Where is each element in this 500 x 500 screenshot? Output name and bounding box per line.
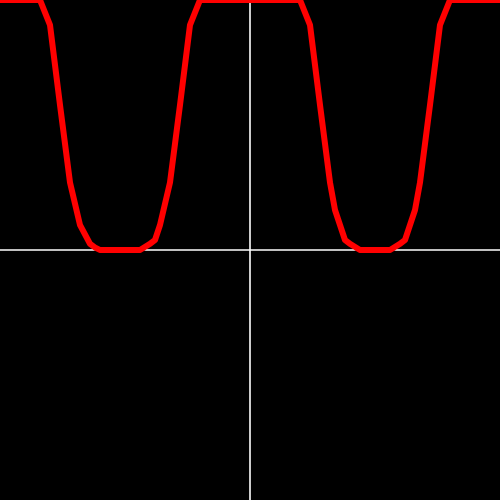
series-line bbox=[0, 0, 500, 253]
